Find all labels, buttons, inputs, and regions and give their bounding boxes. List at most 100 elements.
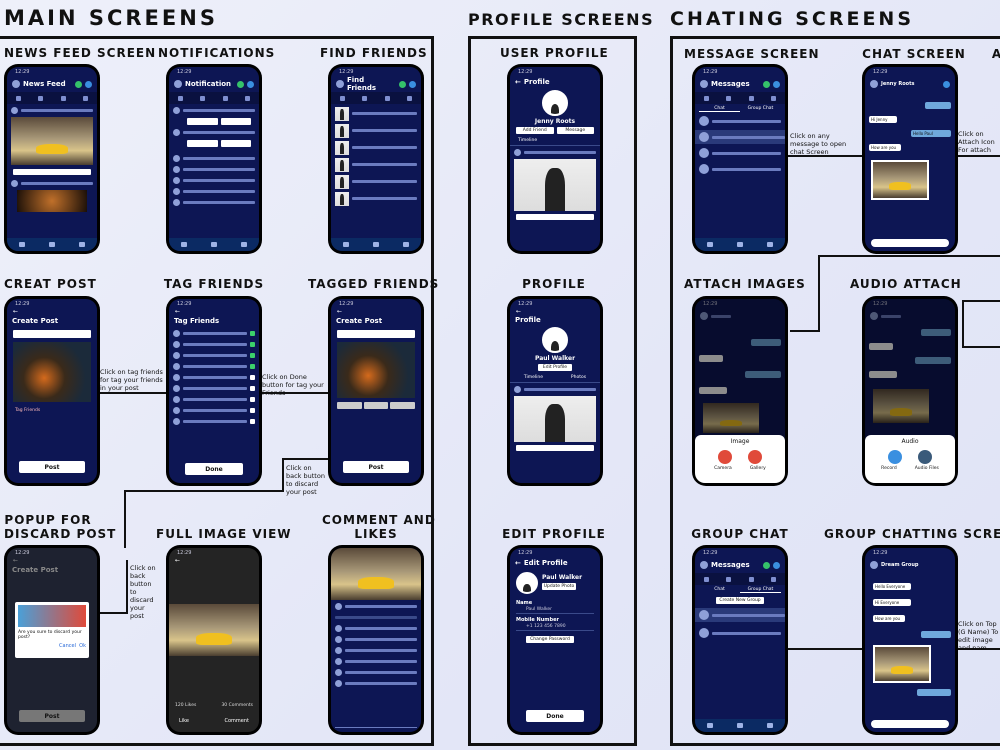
message-input[interactable] bbox=[871, 239, 949, 247]
call-icon[interactable] bbox=[943, 80, 950, 88]
friends-icon[interactable] bbox=[38, 95, 44, 101]
tab-timeline[interactable]: Timeline bbox=[523, 375, 544, 380]
connector-group-right bbox=[952, 648, 1000, 650]
connector-img-top bbox=[818, 255, 1000, 257]
chat-contact-name[interactable]: Jenny Roots bbox=[881, 81, 915, 87]
post-image[interactable] bbox=[13, 342, 91, 402]
bell-icon[interactable] bbox=[60, 95, 66, 101]
phone-popup-discard: 12:29 ← Create Post Are you sure to disc… bbox=[4, 545, 100, 735]
phone-create-post: 12:29 ← Create Post Tag Friends Post bbox=[4, 296, 100, 486]
post-image[interactable] bbox=[11, 117, 93, 165]
chat-message: Hello Paul bbox=[911, 130, 951, 137]
name-field[interactable]: Paul Walker bbox=[516, 606, 594, 614]
comments-count: 30 Comments bbox=[221, 703, 253, 708]
back-icon[interactable]: ← bbox=[337, 308, 343, 315]
post-image[interactable] bbox=[331, 548, 421, 600]
audio-files-icon[interactable] bbox=[918, 450, 932, 464]
comment-input[interactable] bbox=[516, 445, 594, 451]
post-text-input[interactable] bbox=[13, 330, 91, 338]
avatar[interactable] bbox=[516, 572, 538, 594]
mobile-field[interactable]: +1 123 456 7890 bbox=[516, 623, 594, 631]
camera-icon[interactable] bbox=[718, 450, 732, 464]
home-icon[interactable] bbox=[15, 95, 21, 101]
profile-tab-icon[interactable] bbox=[79, 242, 85, 247]
post-image[interactable] bbox=[17, 190, 87, 212]
connector-back-h2 bbox=[124, 490, 284, 492]
done-button[interactable]: Done bbox=[526, 710, 584, 722]
comment-input[interactable] bbox=[13, 169, 91, 175]
message-input[interactable] bbox=[871, 720, 949, 728]
phone-comments bbox=[328, 545, 424, 735]
section-title-main: MAIN SCREENS bbox=[4, 6, 218, 30]
tag-friends-link[interactable]: Tag Friends bbox=[15, 408, 41, 413]
tab-group-chat[interactable]: Group Chat bbox=[747, 106, 774, 111]
chat-image[interactable] bbox=[871, 160, 929, 200]
gallery-icon[interactable] bbox=[748, 450, 762, 464]
note-back-2: Click on back button to discard your pos… bbox=[130, 564, 156, 620]
group-name[interactable]: Dream Group bbox=[881, 562, 919, 568]
connector-back-v2 bbox=[124, 490, 126, 548]
tab-timeline[interactable]: Timeline bbox=[510, 136, 600, 146]
post-button[interactable]: Post bbox=[343, 461, 409, 473]
settings-icon[interactable] bbox=[83, 95, 89, 101]
connector-audio-v bbox=[962, 300, 964, 348]
home-tab-icon[interactable] bbox=[19, 242, 25, 247]
comment-input[interactable] bbox=[335, 720, 417, 728]
like-button[interactable]: Like bbox=[179, 718, 189, 724]
comment-input[interactable] bbox=[516, 214, 594, 220]
connector-done bbox=[260, 392, 330, 394]
microphone-icon[interactable] bbox=[888, 450, 902, 464]
back-icon[interactable]: ← bbox=[515, 78, 521, 86]
notification-icon[interactable] bbox=[85, 80, 92, 88]
audio-files-label: Audio Files bbox=[914, 466, 939, 471]
post-tab-icon[interactable] bbox=[49, 242, 55, 247]
phone-news-feed: 12:29 News Feed bbox=[4, 64, 100, 254]
label-user-profile: USER PROFILE bbox=[500, 46, 609, 60]
label-edit-profile: EDIT PROFILE bbox=[502, 527, 606, 541]
back-icon[interactable]: ← bbox=[515, 559, 521, 567]
section-title-chating: CHATING SCREENS bbox=[670, 8, 915, 30]
back-icon[interactable]: ← bbox=[516, 308, 522, 315]
back-icon[interactable]: ← bbox=[175, 308, 181, 315]
post-button[interactable]: Post bbox=[19, 710, 85, 722]
post-text-input[interactable] bbox=[337, 330, 415, 338]
post-image[interactable] bbox=[514, 396, 596, 442]
chat-message: Hi Jenny bbox=[869, 116, 897, 123]
note-back: Click on back button to discard your pos… bbox=[286, 464, 325, 496]
edit-profile-button[interactable]: Edit Profile bbox=[538, 364, 572, 371]
done-button[interactable]: Done bbox=[185, 463, 243, 475]
chat-icon[interactable] bbox=[75, 80, 82, 88]
note-attach: Click on Attach Icon For attach bbox=[958, 130, 995, 154]
screen-title: Notification bbox=[185, 80, 232, 88]
comment-button[interactable]: Comment bbox=[224, 718, 250, 724]
tab-photos[interactable]: Photos bbox=[570, 375, 587, 380]
create-group-button[interactable]: Create New Group bbox=[716, 597, 764, 604]
change-password-button[interactable]: Change Password bbox=[526, 636, 574, 643]
message-button[interactable]: Message bbox=[556, 127, 594, 134]
screen-title: Create Post bbox=[12, 317, 59, 325]
section-title-profile: PROFILE SCREENS bbox=[468, 10, 655, 29]
back-icon[interactable]: ← bbox=[175, 557, 181, 564]
label-comment-1: COMMENT AND bbox=[322, 513, 436, 527]
update-photo-button[interactable]: Update Photo bbox=[542, 583, 576, 590]
post-image[interactable] bbox=[514, 159, 596, 211]
post-button[interactable]: Post bbox=[19, 461, 85, 473]
chat-image[interactable] bbox=[873, 645, 931, 683]
label-popup-1: POPUP FOR bbox=[4, 513, 92, 527]
label-tagged-friends: TAGGED FRIENDS bbox=[308, 277, 440, 291]
back-icon[interactable]: ← bbox=[13, 308, 19, 315]
full-image[interactable] bbox=[169, 604, 259, 656]
label-comment-2: LIKES bbox=[354, 527, 398, 541]
post-image[interactable] bbox=[337, 342, 415, 398]
tab-chat[interactable]: Chat bbox=[699, 106, 740, 112]
cancel-button[interactable]: Cancel bbox=[59, 643, 76, 649]
label-notifications: NOTIFICATIONS bbox=[158, 46, 276, 60]
tab-chat[interactable]: Chat bbox=[714, 587, 725, 592]
screen-title: Create Post bbox=[336, 317, 383, 325]
ok-button[interactable]: Ok bbox=[79, 643, 86, 649]
connector-audio-top bbox=[962, 300, 1000, 302]
tab-group-chat[interactable]: Group Chat bbox=[740, 587, 781, 593]
add-friend-button[interactable]: Add Friend bbox=[516, 127, 554, 134]
